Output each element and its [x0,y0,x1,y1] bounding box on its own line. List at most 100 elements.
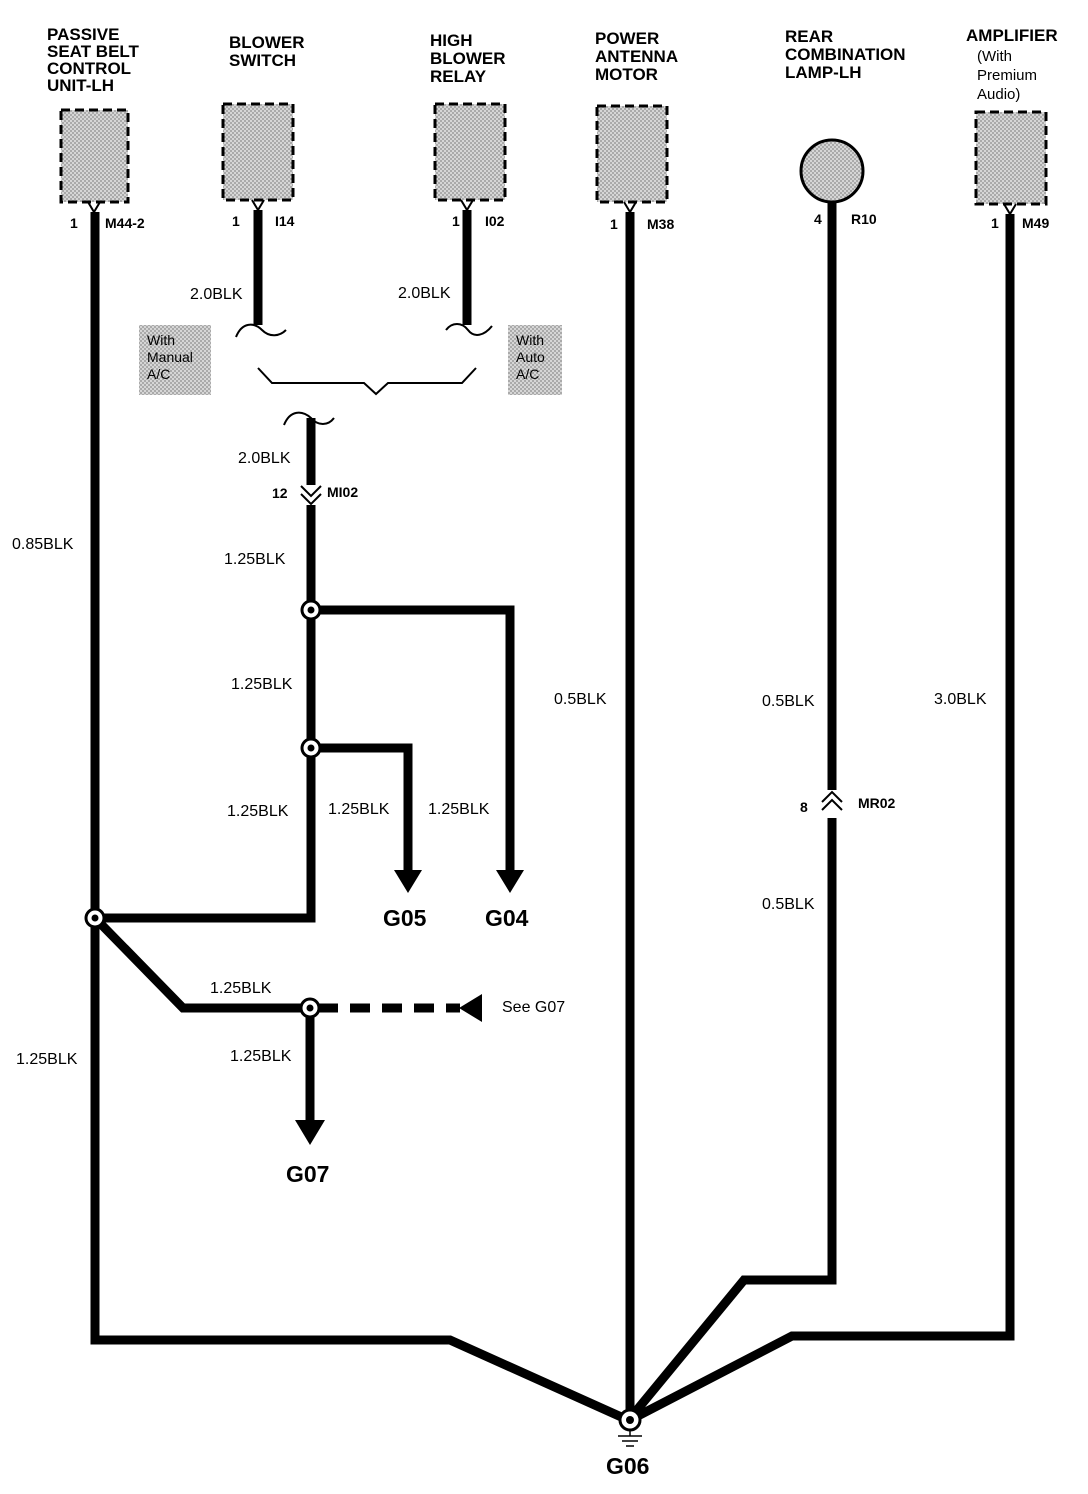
svg-text:BLOWER: BLOWER [430,49,506,68]
wire-label: 1.25BLK [224,551,286,568]
wire-label: 0.85BLK [12,536,74,553]
component-box [221,102,295,202]
wire-label: 1.25BLK [16,1051,78,1068]
option-bracket [235,323,493,426]
component-name-line: SWITCH [229,51,296,70]
svg-text:RELAY: RELAY [430,67,487,86]
ground-arrow-g05 [394,870,422,893]
component-name-line: LAMP-LH [785,63,861,82]
wire-label: 1.25BLK [231,676,293,693]
wire-to-g04 [311,605,515,872]
option-manual-ac: With Manual A/C [139,325,211,395]
wire-label: 0.5BLK [762,896,815,913]
ground-arrow-g04 [496,870,524,893]
ground-label-g07: G07 [286,1161,329,1187]
wire-label: 1.25BLK [230,1048,292,1065]
wire-main-run [95,505,316,923]
component-name-line: RELAY [430,67,487,86]
wire-label: 1.25BLK [328,801,390,818]
ground-label-g05: G05 [383,905,427,931]
svg-text:SWITCH: SWITCH [229,51,296,70]
wire-label: 3.0BLK [934,691,987,708]
option-label-line: With [516,332,544,348]
component-name-line: ANTENNA [595,47,678,66]
wire-label: 2.0BLK [190,286,243,303]
svg-text:SEAT BELT: SEAT BELT [47,42,140,61]
connector-id: M38 [647,216,674,232]
component-name-line: COMBINATION [785,45,906,64]
see-g07-arrowhead [459,994,482,1022]
wire-to-g07 [91,914,315,1122]
connector-mi02 [300,485,322,506]
svg-text:ANTENNA: ANTENNA [595,47,678,66]
component-name-line: AMPLIFIER [966,26,1058,45]
connector-id: I14 [275,213,295,229]
component-name-line: CONTROL [47,59,131,78]
svg-text:AMPLIFIER: AMPLIFIER [966,26,1058,45]
svg-text:Audio): Audio) [977,86,1020,103]
connector-id: MR02 [858,795,896,811]
wire-label: 1.25BLK [210,980,272,997]
option-label-line: Auto [516,349,545,365]
component-name-line: MOTOR [595,65,658,84]
svg-text:REAR: REAR [785,27,833,46]
option-label-line: Manual [147,349,193,365]
ground-arrow-g07 [295,1120,325,1145]
connector-mr02 [821,790,843,811]
pin-number: 1 [991,215,999,231]
terminal-fork [87,201,101,214]
option-label-line: A/C [147,366,170,382]
component-name-line: BLOWER [430,49,506,68]
connector-pin-number: 12 [272,485,288,501]
component-name-line: BLOWER [229,33,305,52]
pin-number: 1 [452,213,460,229]
component-box [59,108,130,204]
component-high-blower-relay: HIGH BLOWER RELAY 1 I02 [430,31,507,229]
component-rear-combination-lamp: REAR COMBINATION LAMP-LH 4 R10 [785,27,906,227]
connector-id: M49 [1022,215,1049,231]
component-name-line: REAR [785,27,833,46]
lamp-circle [799,138,865,204]
see-reference-label: See G07 [502,999,565,1016]
wire-to-g05 [311,743,413,872]
connector-id: R10 [851,211,877,227]
component-note-line: (With [977,48,1012,65]
ground-label-g04: G04 [485,905,529,931]
component-box [595,104,669,204]
component-name-line: SEAT BELT [47,42,140,61]
pin-number: 4 [814,211,822,227]
component-note-line: Audio) [977,86,1020,103]
wire-label: 1.25BLK [428,801,490,818]
component-box [433,102,507,202]
wire-label: 0.5BLK [762,693,815,710]
connector-pin-number: 8 [800,799,808,815]
svg-text:BLOWER: BLOWER [229,33,305,52]
svg-text:HIGH: HIGH [430,31,473,50]
svg-text:CONTROL: CONTROL [47,59,131,78]
component-box [974,110,1048,206]
pin-number: 1 [70,215,78,231]
svg-text:LAMP-LH: LAMP-LH [785,63,861,82]
component-amplifier: AMPLIFIER (With Premium Audio) 1 M49 [966,26,1058,231]
connector-id: MI02 [327,484,358,500]
option-label-line: A/C [516,366,539,382]
option-auto-ac: With Auto A/C [508,325,562,395]
ground-label-g06: G06 [606,1453,649,1479]
connector-id: M44-2 [105,215,145,231]
wire-lamp-lower [628,818,837,1419]
component-name-line: PASSIVE [47,25,119,44]
component-blower-switch: BLOWER SWITCH 1 I14 [221,33,305,229]
wire-label: 2.0BLK [398,285,451,302]
svg-text:COMBINATION: COMBINATION [785,45,906,64]
svg-text:POWER: POWER [595,29,659,48]
connector-id: I02 [485,213,505,229]
component-power-antenna-motor: POWER ANTENNA MOTOR 1 M38 [595,29,678,232]
splice-nodes [84,599,322,1019]
component-name-line: UNIT-LH [47,76,114,95]
component-name-line: POWER [595,29,659,48]
ground-g06 [618,1408,642,1447]
component-passive-seat-belt: PASSIVE SEAT BELT CONTROL UNIT-LH 1 M44-… [47,25,145,231]
wire-label: 1.25BLK [227,803,289,820]
svg-text:UNIT-LH: UNIT-LH [47,76,114,95]
